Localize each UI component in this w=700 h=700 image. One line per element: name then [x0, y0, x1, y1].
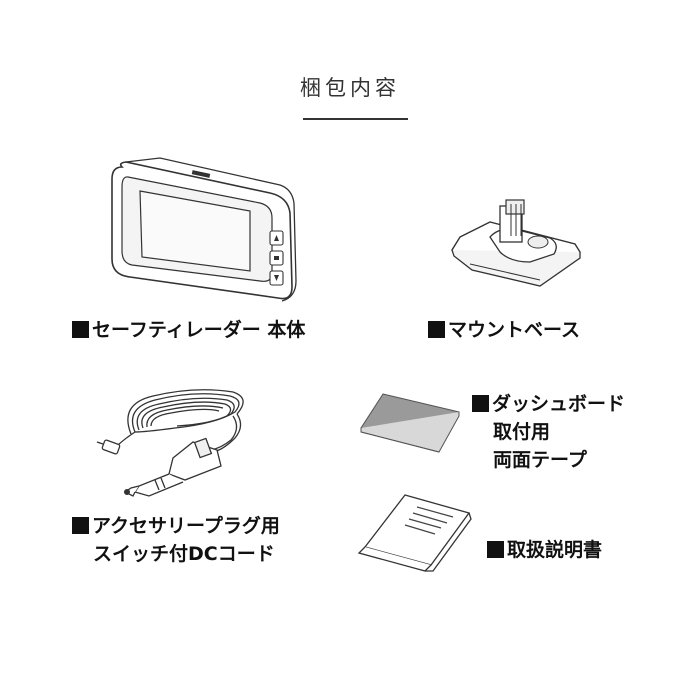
bullet-square-icon: [472, 395, 489, 412]
item-label-text: スイッチ付DCコード: [93, 543, 275, 565]
item-label-manual: 取扱説明書: [487, 536, 602, 564]
dashcam-unit-illustration: [111, 157, 297, 302]
page-title: 梱包内容: [300, 76, 400, 100]
item-label-text: 両面テープ: [493, 449, 587, 471]
item-label-text: 取付用: [493, 421, 551, 443]
item-label-mount-base: マウントベース: [428, 316, 580, 344]
tape-illustration: [360, 393, 460, 453]
bullet-square-icon: [428, 321, 445, 338]
bullet-square-icon: [487, 541, 504, 558]
manual-illustration: [357, 494, 472, 572]
dc-cord-illustration: [96, 389, 244, 497]
item-label-text: セーフティレーダー 本体: [92, 319, 306, 341]
item-label-text: 取扱説明書: [507, 539, 603, 561]
item-label-text: マウントベース: [448, 319, 581, 341]
item-label-main-unit: セーフティレーダー 本体: [72, 316, 305, 344]
title-underline: [303, 118, 408, 120]
bullet-square-icon: [72, 517, 89, 534]
item-label-text: アクセサリープラグ用: [92, 515, 280, 537]
mount-base-illustration: [451, 199, 581, 287]
bullet-square-icon: [72, 321, 89, 338]
item-label-dc-cord: アクセサリープラグ用 スイッチ付DCコード: [72, 512, 280, 568]
item-label-text: ダッシュボード: [492, 393, 626, 415]
item-label-dashboard-tape: ダッシュボード 取付用 両面テープ: [472, 390, 625, 474]
